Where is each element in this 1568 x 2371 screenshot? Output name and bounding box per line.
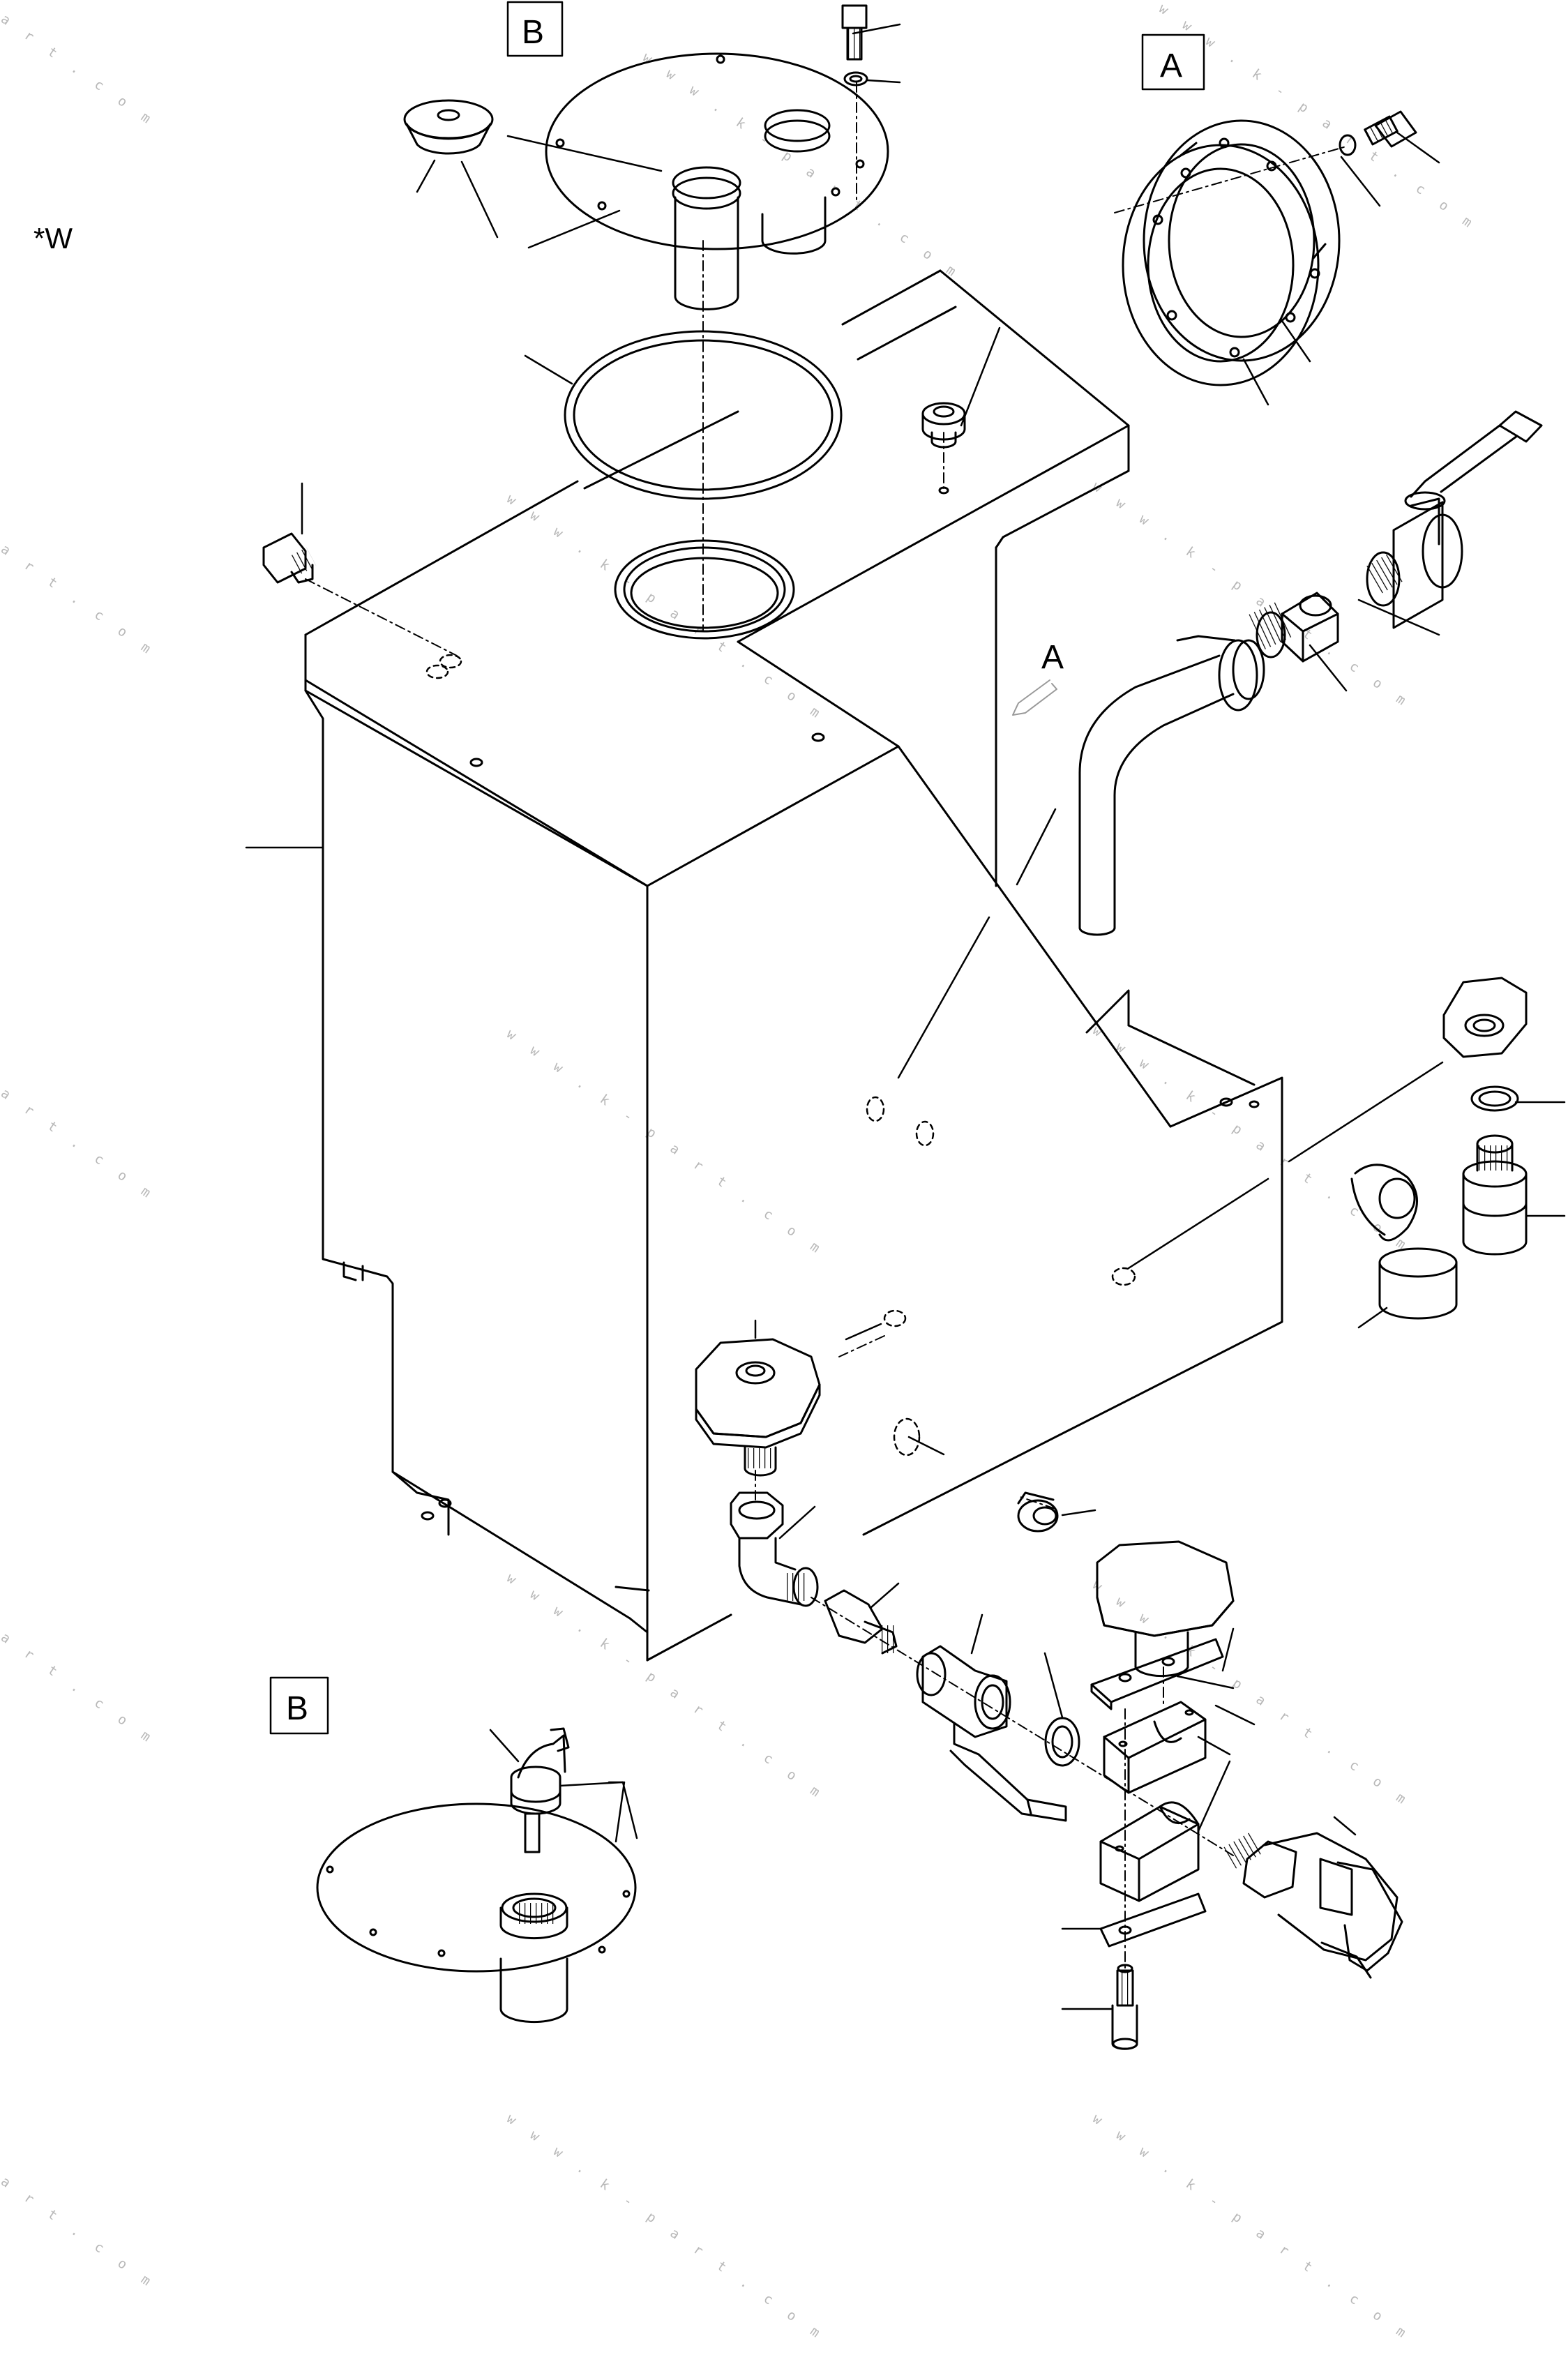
breather-cap	[403, 99, 494, 155]
filler-adapter	[1462, 1134, 1528, 1256]
drain-plug-lower	[1017, 1491, 1059, 1533]
watermark: w w w . k - p a r t . c o m	[504, 1026, 828, 1260]
gauge-knob	[1096, 1540, 1235, 1678]
clamp-half-upper	[1103, 1701, 1207, 1794]
ball-valve-right	[1364, 410, 1543, 629]
watermark-partial: a r t . c o m	[0, 1085, 158, 1204]
hidden-holes	[425, 654, 1136, 1457]
strainer-ring	[614, 539, 795, 640]
flange-bolt	[1339, 110, 1417, 156]
leader-lines	[245, 23, 1566, 2010]
flange-a	[1122, 119, 1341, 386]
top-cover-plate	[545, 52, 889, 310]
watermark: w w w . k - p a r t . c o m	[1090, 1577, 1414, 1811]
watermark: w w w . k - p a r t . c o m	[1090, 2111, 1414, 2344]
ball-valve-lower	[916, 1645, 1067, 1822]
mount-plate-lower	[1099, 1892, 1207, 1948]
swivel-elbow	[730, 1491, 819, 1607]
watermark: w w w . k - p a r t . c o m	[1090, 479, 1414, 712]
filler-plug-top	[921, 402, 966, 449]
watermark-partial: a r t . c o m	[0, 11, 158, 130]
mount-plate-upper	[1090, 1638, 1224, 1710]
pressure-switch	[1223, 1831, 1403, 1979]
shutoff-knob	[695, 1338, 821, 1477]
detail-ref-b-top: B	[506, 1, 564, 57]
drain-plug-left	[262, 532, 317, 584]
detail-b-plate	[316, 1802, 637, 2024]
watermarks: w w w . k - p a r t . c o m w w w . k - …	[0, 1, 1480, 2344]
center-lines	[305, 82, 1347, 1971]
clamp-half-lower	[1099, 1801, 1200, 1902]
detail-ref-b-detail-label: B	[286, 1690, 308, 1727]
watermark-partial: a r t . c o m	[0, 1629, 158, 1748]
seal-washer	[1470, 1085, 1519, 1112]
hydraulic-tank	[304, 269, 1283, 1662]
watermark: w w w . k - p a r t . c o m	[504, 491, 828, 725]
variant-mark: *W	[33, 222, 73, 255]
detail-ref-a-top: A	[1141, 33, 1205, 91]
watermark: w w w . k - p a r t . c o m	[504, 2111, 828, 2344]
detail-ref-b-detail: B	[269, 1676, 329, 1735]
cover-bolt	[841, 4, 868, 86]
detail-b-breather	[510, 1727, 570, 1853]
socket-bolt	[1111, 1964, 1138, 2050]
view-a-arrow: A	[1012, 639, 1064, 716]
hose-fitting	[1249, 592, 1339, 663]
suction-pipe	[1078, 635, 1265, 936]
filler-cap	[1442, 977, 1528, 1058]
dust-cap	[1350, 1164, 1458, 1320]
watermark: w w w . k - p a r t . c o m	[1090, 1023, 1414, 1256]
detail-ref-a-top-label: A	[1160, 47, 1182, 84]
watermark-partial: a r t . c o m	[0, 2174, 158, 2292]
detail-ref-b-top-label: B	[522, 14, 544, 51]
view-a-arrow-label: A	[1041, 639, 1064, 676]
watermark-partial: a r t . c o m	[0, 541, 158, 660]
